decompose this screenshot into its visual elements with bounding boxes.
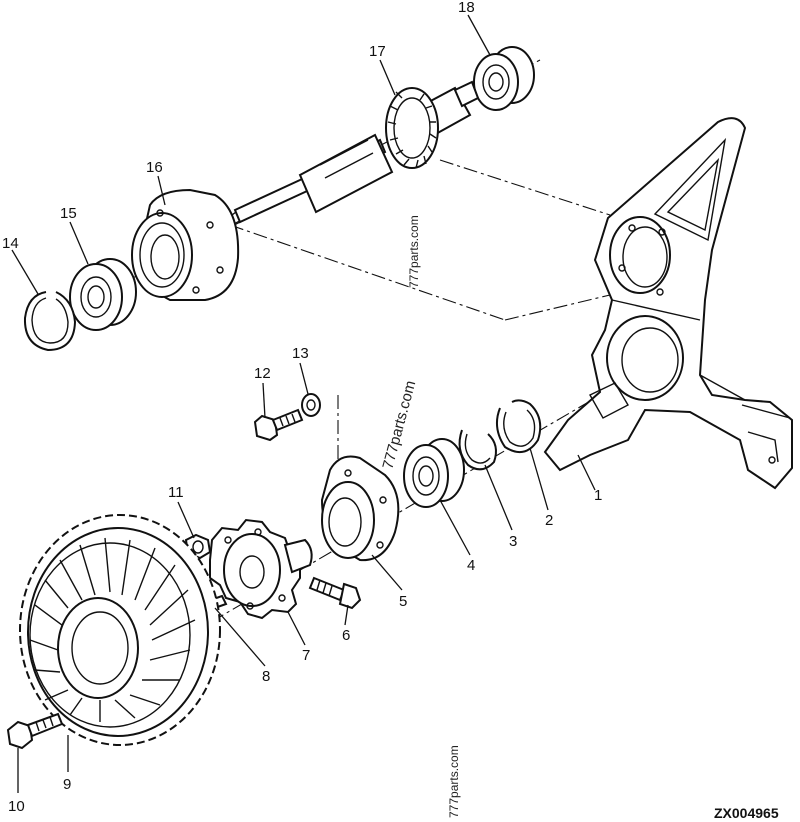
callout-11: 11 (168, 484, 184, 501)
watermark-1: 777parts.com (407, 215, 421, 288)
callout-12: 12 (254, 365, 271, 382)
leader-11 (177, 501, 195, 539)
assembly-line-c (439, 159, 611, 216)
callout-15: 15 (60, 205, 77, 222)
leader-1 (577, 454, 596, 491)
leader-14 (11, 249, 39, 295)
leader-8 (214, 607, 266, 667)
callout-5: 5 (399, 593, 407, 610)
part-9-large-gear (19, 514, 221, 746)
callout-3: 3 (509, 533, 517, 550)
part-10-bolt (6, 712, 64, 750)
leader-5 (371, 554, 403, 591)
leader-4 (439, 499, 471, 556)
part-4-bearing (403, 438, 465, 508)
part-17-gear-shaft (227, 80, 480, 227)
assembly-line-b (504, 294, 611, 321)
callout-16: 16 (146, 159, 163, 176)
leader-lines (11, 14, 596, 793)
drawing-code: ZX004965 (714, 805, 779, 821)
leader-15 (69, 221, 89, 265)
callout-10: 10 (8, 798, 25, 815)
callout-7: 7 (302, 647, 310, 664)
leader-13 (299, 362, 309, 395)
callout-8: 8 (262, 668, 270, 685)
callout-9: 9 (63, 776, 71, 793)
part-15-bearing (69, 258, 137, 331)
part-3-retaining-ring (458, 429, 497, 471)
callout-13: 13 (292, 345, 309, 362)
leader-6 (344, 604, 349, 626)
callout-18: 18 (458, 0, 475, 16)
part-7-hub (209, 518, 313, 620)
leader-16 (157, 175, 166, 206)
leader-7 (287, 611, 306, 646)
leader-2 (529, 447, 549, 511)
callout-6: 6 (342, 627, 350, 644)
part-18-bearing (473, 46, 535, 111)
part-14-snap-ring (23, 291, 77, 352)
part-6-bolt (308, 576, 362, 610)
part-1-bracket (543, 117, 793, 490)
callout-17: 17 (369, 43, 386, 60)
leader-17 (379, 59, 396, 96)
part-2-snap-ring (495, 399, 542, 454)
leader-12 (262, 382, 266, 419)
watermark-3: 777parts.com (447, 745, 461, 818)
part-5-flange-cover (320, 455, 400, 562)
callout-14: 14 (2, 235, 19, 252)
callout-labels: 1 2 3 4 5 6 7 8 9 10 11 12 13 14 15 16 1… (2, 0, 602, 815)
assembly-line-a (229, 224, 506, 321)
part-16-flange-housing (131, 188, 240, 301)
part-12-bolt (253, 408, 304, 442)
leader-3 (484, 464, 513, 531)
callout-2: 2 (545, 512, 553, 529)
callout-1: 1 (594, 487, 602, 504)
part-13-lock-washer (301, 393, 321, 417)
callout-4: 4 (467, 557, 475, 574)
leader-18 (467, 14, 491, 56)
